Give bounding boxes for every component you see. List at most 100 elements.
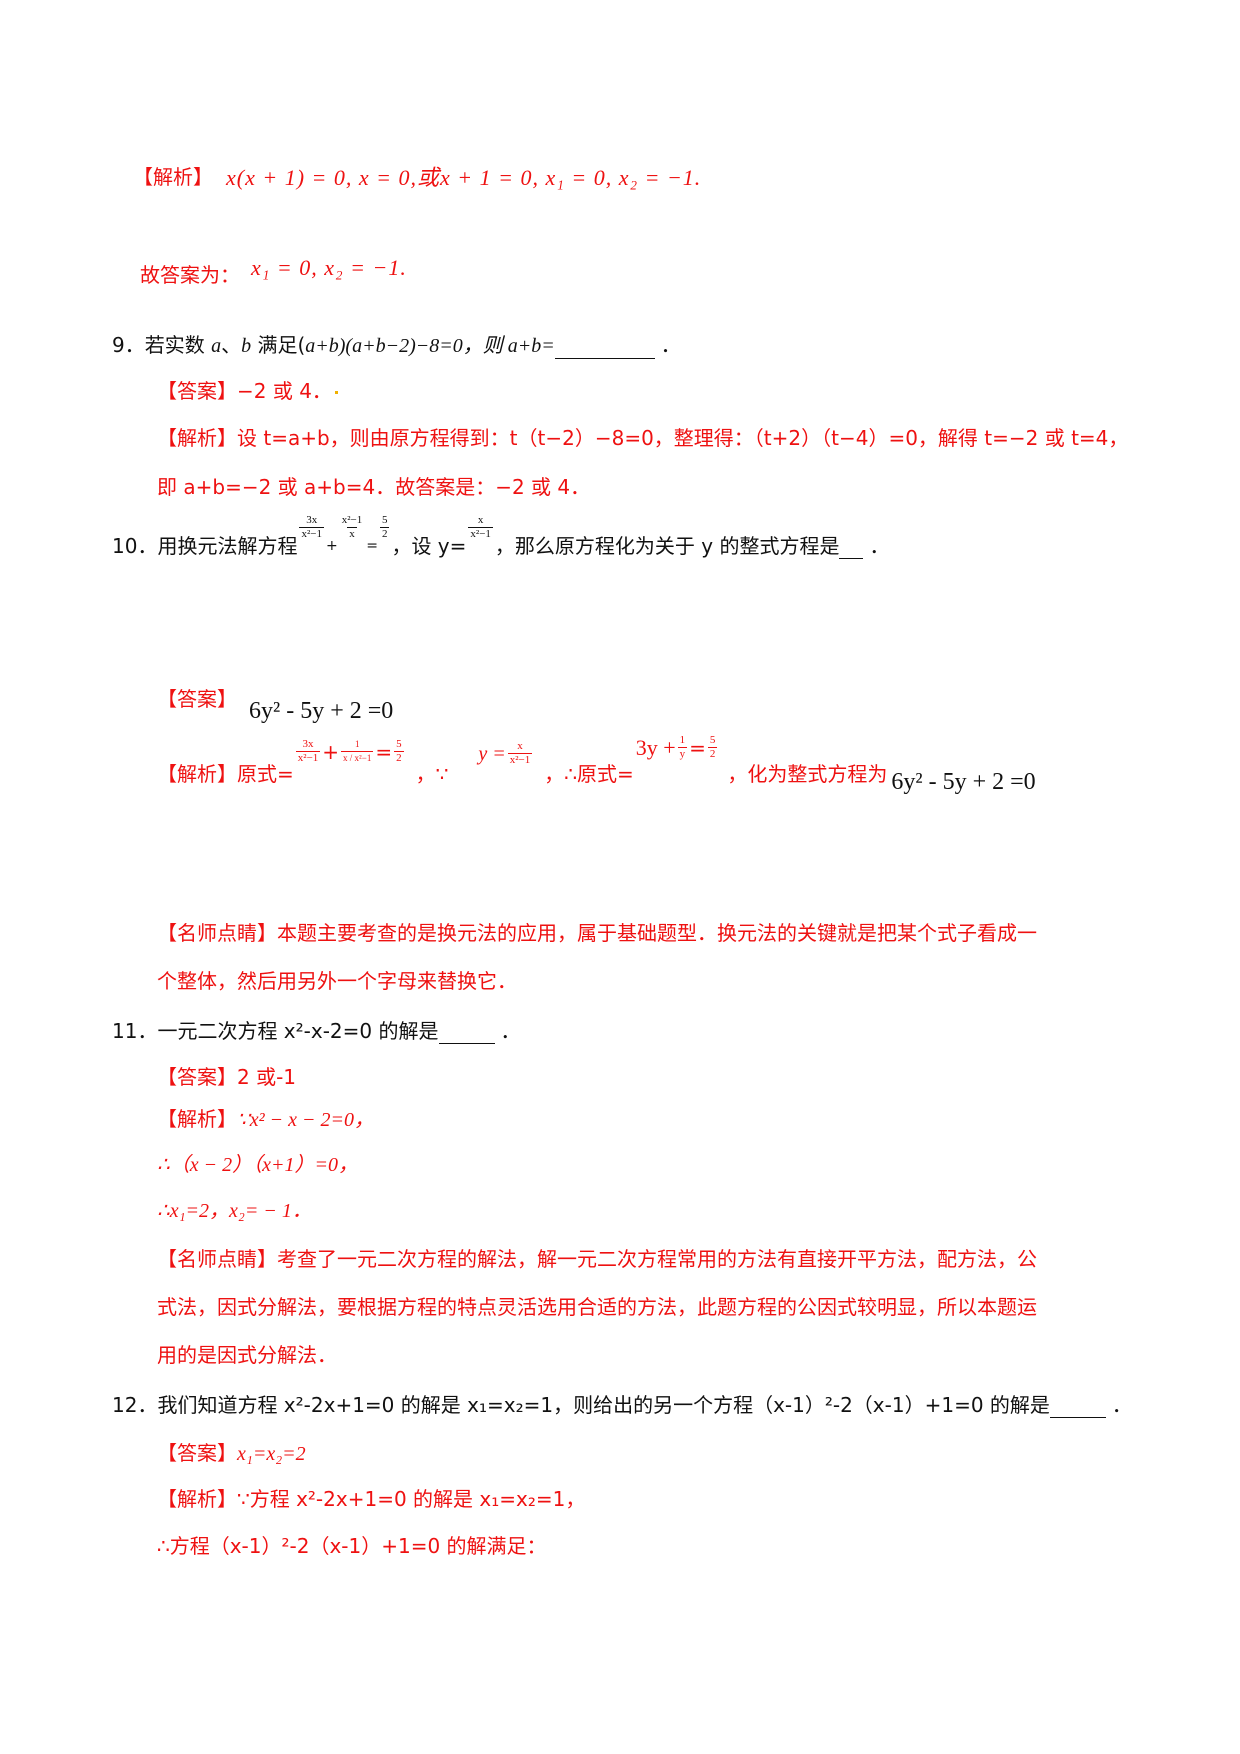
- q10-end: ．: [869, 534, 890, 558]
- q10-j-frac1-num: 3x: [302, 738, 314, 750]
- q10-frac2-den: x: [347, 527, 357, 540]
- q10-j-result-text: ，化为整式方程为: [727, 761, 888, 786]
- q12-blank[interactable]: [1049, 1399, 1106, 1418]
- q10-j-therefore: ，∴原式=: [544, 761, 634, 786]
- q10-j-frac6-den: 2: [707, 747, 718, 760]
- q10-j-frac4-den: x²−1: [507, 753, 533, 766]
- q9-var-b: b: [241, 335, 252, 357]
- q9-jiexi-text1: 设 t=a+b，则由原方程得到：t（t−2）−8=0，整理得：（t+2）（t−4…: [237, 426, 1129, 450]
- q10-j-frac4-num: x: [517, 740, 523, 752]
- q12-number: 12．: [112, 1393, 158, 1417]
- q12-jiexi-line2: ∴方程（x-1）²-2（x-1）+1=0 的解满足：: [157, 1534, 547, 1558]
- s8-jiexi-math: x(x + 1) = 0, x = 0,或x + 1 = 0, x₁ = 0, …: [226, 165, 702, 190]
- q10-frac1-den: x²−1: [299, 527, 324, 540]
- s8-answer-tag: 故答案为：: [140, 263, 240, 287]
- q12-line: 12．我们知道方程 x²-2x+1=0 的解是 x₁=x₂=1，则给出的另一个方…: [112, 1392, 1132, 1418]
- q9-expr: a+b)(a+b−2)−8=0，则: [305, 335, 508, 357]
- q9-answer-value: −2 或 4．: [237, 379, 332, 403]
- q10-frac3-num: 5: [381, 514, 388, 526]
- q10-frac3-den: 2: [379, 527, 390, 540]
- s8-answer-math: x₁ = 0, x₂ = −1.: [251, 255, 407, 280]
- q9-text-a: 若实数: [144, 333, 212, 357]
- q9-line: 9．若实数 a、b 满足(a+b)(a+b−2)−8=0，则 a+b=．: [112, 332, 681, 359]
- q9-answer: 【答案】−2 或 4．: [157, 378, 341, 404]
- q9-end: ．: [660, 333, 681, 357]
- q9-jiexi-tag: 【解析】: [157, 426, 237, 450]
- q10-text-a: 用换元法解方程: [157, 534, 298, 558]
- q10-j-frac3-den: 2: [394, 751, 404, 764]
- q11-answer: 【答案】2 或-1: [157, 1064, 296, 1090]
- q11-mingshi-line2: 式法，因式分解法，要根据方程的特点灵活选用合适的方法，此题方程的公因式较明显，所…: [157, 1295, 1037, 1319]
- q10-answer-value: 6y² - 5y + 2 =0: [249, 698, 394, 724]
- q9-jiexi-line1: 【解析】设 t=a+b，则由原方程得到：t（t−2）−8=0，整理得：（t+2）…: [157, 425, 1128, 451]
- q11-mingshi-line1: 【名师点睛】考查了一元二次方程的解法，解一元二次方程常用的方法有直接开平方法，配…: [157, 1247, 1037, 1271]
- q10-j-3y: 3y +: [635, 734, 676, 760]
- q10-text-c: ，那么原方程化为关于 y 的整式方程是: [494, 534, 840, 558]
- q11-jiexi-text1: ∵x² − x − 2=0，: [237, 1109, 374, 1131]
- q11-jiexi-line2: ∴（x − 2）（x+1）=0，: [157, 1154, 358, 1176]
- q10-blank[interactable]: [839, 540, 864, 559]
- q11-number: 11．: [112, 1019, 158, 1043]
- q10-eq: =: [366, 538, 378, 554]
- q10-j-eq: =: [375, 739, 393, 764]
- q10-j-frac5-num: 1: [679, 734, 686, 746]
- q9-text-b: 、: [221, 333, 242, 357]
- q12-jiexi-line1: 【解析】∵方程 x²-2x+1=0 的解是 x₁=x₂=1，: [157, 1487, 586, 1511]
- q10-j-because: ，∵: [415, 761, 449, 786]
- q11-jiexi-tag: 【解析】: [157, 1107, 237, 1131]
- q10-j-yeq: y =: [478, 742, 506, 765]
- q11-answer-value: 2 或-1: [237, 1065, 297, 1089]
- q9-text-c: 满足(: [251, 333, 306, 357]
- q11-blank[interactable]: [438, 1025, 495, 1044]
- q11-answer-tag: 【答案】: [157, 1065, 237, 1089]
- s8-jiexi-tag: 【解析】: [133, 165, 213, 189]
- q11-end: ．: [500, 1019, 521, 1043]
- q10-j-frac5-den: y: [677, 747, 688, 760]
- q11-jiexi-line1: 【解析】∵x² − x − 2=0，: [157, 1106, 374, 1133]
- q11-line: 11．一元二次方程 x²-x-2=0 的解是 ．: [112, 1018, 521, 1044]
- q10-j-frac1-den: x²−1: [295, 751, 321, 764]
- q10-j-eq2: =: [689, 735, 706, 760]
- q10-j-frac3-num: 5: [396, 738, 402, 750]
- q10-number: 10．: [112, 534, 158, 558]
- q10-frac4-num: x: [477, 514, 484, 526]
- q10-j-frac2-num: 1: [354, 739, 360, 749]
- q9-var-a: a: [211, 335, 222, 357]
- q11-mingshi-line3: 用的是因式分解法．: [157, 1343, 337, 1367]
- q10-j-frac2-den: x / x²−1: [341, 751, 374, 763]
- q10-text-b: ，设 y=: [391, 534, 467, 558]
- q10-j-plus: +: [322, 739, 340, 764]
- q10-plus: +: [325, 538, 338, 554]
- q10-j-result-math: 6y² - 5y + 2 =0: [891, 768, 1036, 795]
- q9-blank[interactable]: [554, 340, 655, 359]
- q12-end: ．: [1111, 1393, 1132, 1417]
- q10-j-frac2: 1 x / x²−1: [341, 738, 374, 765]
- q12-text: 我们知道方程 x²-2x+1=0 的解是 x₁=x₂=1，则给出的另一个方程（x…: [157, 1393, 1050, 1417]
- q11-jiexi-line3: ∴x₁=2，x₂= − 1．: [157, 1200, 312, 1222]
- q9-number: 9．: [112, 333, 145, 357]
- q12-answer-tag: 【答案】: [157, 1441, 237, 1465]
- q10-frac2-num: x²−1: [341, 514, 363, 526]
- q10-answer-tag: 【答案】: [157, 687, 237, 711]
- q10-mingshi-line1: 【名师点睛】本题主要考查的是换元法的应用，属于基础题型．换元法的关键就是把某个式…: [157, 921, 1037, 945]
- q11-text: 一元二次方程 x²-x-2=0 的解是: [157, 1019, 439, 1043]
- q10-mingshi-line2: 个整体，然后用另外一个字母来替换它．: [157, 969, 517, 993]
- mark-dot: [334, 391, 338, 394]
- q10-frac4-den: x²−1: [468, 527, 493, 540]
- q12-answer: 【答案】x₁=x₂=2: [157, 1440, 306, 1467]
- q12-answer-value: x₁=x₂=2: [237, 1443, 306, 1465]
- q9-jiexi-line2: 即 a+b=−2 或 a+b=4．故答案是：−2 或 4．: [157, 475, 591, 499]
- q10-jiexi-tag: 【解析】原式=: [157, 761, 294, 786]
- q10-j-frac6-num: 5: [709, 734, 716, 746]
- q10-frac1-num: 3x: [306, 514, 318, 526]
